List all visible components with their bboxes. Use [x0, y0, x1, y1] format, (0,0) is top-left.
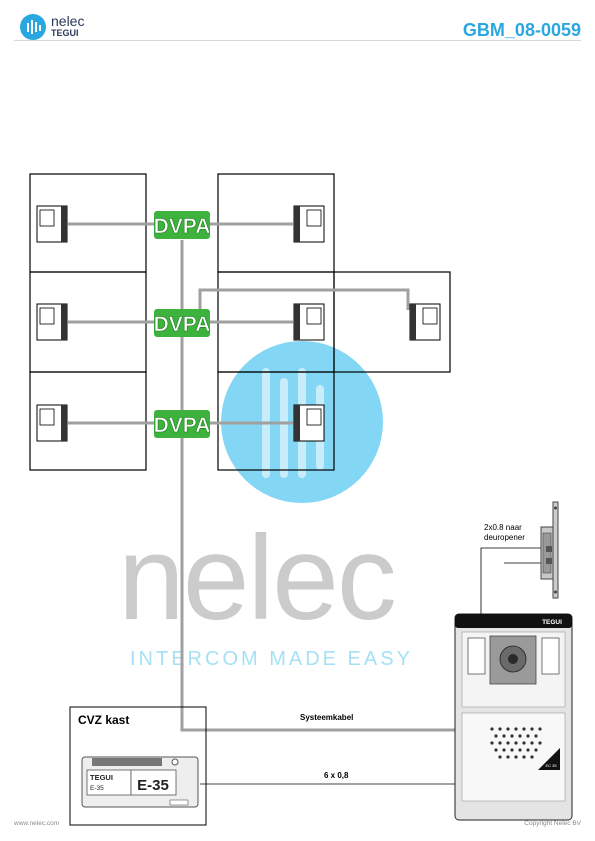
outdoor-panel: TEGUI EC 35: [454, 613, 573, 821]
system-cable-label: Systeemkabel: [300, 713, 354, 722]
dvpa-badge: [154, 211, 210, 239]
apartment-box: [29, 371, 147, 471]
signal-wires: [200, 547, 541, 785]
monitor-icon: [36, 303, 68, 341]
lock-wire-label-2: deuropener: [484, 533, 525, 542]
dvpa-badges: DVPA DVPA DVPA: [153, 211, 211, 438]
document-id: GBM_08-0059: [462, 20, 581, 40]
header-divider: [14, 40, 581, 41]
watermark-tagline: INTERCOM MADE EASY: [130, 648, 413, 670]
dvpa-badge: [154, 410, 210, 438]
dvpa-label: DVPA: [154, 215, 211, 238]
header-logo: nelec TEGUI: [20, 13, 100, 42]
monitor-icon: [409, 303, 441, 341]
dvpa-label: DVPA: [154, 414, 211, 437]
apartment-box: [333, 271, 451, 373]
watermark-word: nelec: [118, 511, 397, 645]
logo-sub: TEGUI: [51, 28, 79, 38]
monitor-icon: [36, 205, 68, 243]
dvpa-label: DVPA: [154, 313, 211, 336]
footer-website[interactable]: www.nelec.com: [14, 820, 60, 827]
monitor-icon: [293, 205, 325, 243]
cvz-cabinet-title: CVZ kast: [78, 713, 130, 727]
door-opener: [540, 501, 559, 599]
psu-model-small: E-35: [90, 785, 104, 792]
cables: [68, 222, 456, 732]
monitor-icon: [293, 404, 325, 442]
logo-brand: nelec: [51, 13, 85, 29]
panel-brand: TEGUI: [542, 619, 562, 626]
nelec-logo-icon: [20, 14, 46, 40]
monitor-icon: [36, 404, 68, 442]
lock-wire-label-1: 2x0.8 naar: [484, 523, 522, 532]
psu-brand: TEGUI: [90, 773, 113, 782]
indoor-monitors: [36, 205, 441, 442]
wire-6-label: 6 x 0,8: [324, 771, 349, 780]
panel-badge: EC 35: [545, 763, 557, 768]
speaker-grille-icon: [490, 727, 542, 759]
dvpa-badge: [154, 309, 210, 337]
cvz-cabinet: [69, 706, 207, 826]
apartment-box: [217, 371, 335, 471]
monitor-icon: [293, 303, 325, 341]
footer-copyright: Copyright Nelec BV: [524, 820, 581, 827]
power-supply-e35: TEGUI E-35 E-35: [81, 756, 199, 808]
psu-model: E-35: [137, 777, 169, 794]
